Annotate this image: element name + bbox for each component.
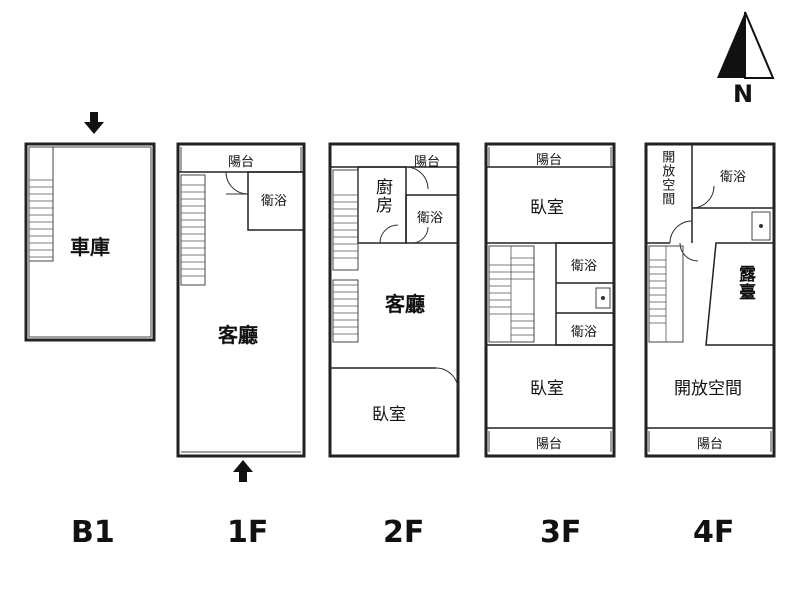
1f-bath-label: 衛浴 bbox=[261, 194, 288, 209]
plan-4f bbox=[644, 142, 776, 458]
floor-label-4f: 4F bbox=[693, 515, 735, 550]
plan-3f bbox=[484, 142, 616, 458]
2f-living-label: 客廳 bbox=[385, 292, 425, 316]
entry-arrow-b1-icon bbox=[84, 112, 104, 134]
4f-open-space-small-label: 開放空間 bbox=[659, 150, 675, 206]
1f-balcony-label: 陽台 bbox=[228, 155, 255, 170]
3f-balcony-bottom-label: 陽台 bbox=[536, 437, 563, 452]
4f-balcony-label: 陽台 bbox=[697, 437, 724, 452]
plan-2f bbox=[328, 142, 460, 458]
floor-label-3f: 3F bbox=[540, 515, 582, 550]
2f-bath-label: 衛浴 bbox=[417, 211, 444, 226]
4f-terrace-label: 露臺 bbox=[735, 265, 755, 301]
north-label: N bbox=[733, 80, 754, 108]
3f-balcony-top-label: 陽台 bbox=[536, 153, 563, 168]
b1-garage-label: 車庫 bbox=[70, 235, 110, 259]
3f-bath-2-label: 衛浴 bbox=[571, 325, 598, 340]
2f-kitchen-label: 廚房 bbox=[372, 178, 392, 214]
north-arrow-icon bbox=[717, 11, 775, 79]
3f-bedroom-top-label: 臥室 bbox=[530, 198, 564, 218]
floor-label-b1: B1 bbox=[71, 515, 115, 550]
3f-bedroom-bottom-label: 臥室 bbox=[530, 379, 564, 399]
plan-b1 bbox=[24, 142, 156, 342]
plan-1f bbox=[176, 142, 306, 458]
4f-open-space-label: 開放空間 bbox=[674, 379, 742, 399]
floor-label-2f: 2F bbox=[383, 515, 425, 550]
2f-bedroom-label: 臥室 bbox=[372, 405, 406, 425]
1f-living-label: 客廳 bbox=[218, 323, 258, 347]
floor-label-1f: 1F bbox=[227, 515, 269, 550]
3f-bath-1-label: 衛浴 bbox=[571, 259, 598, 274]
2f-balcony-label: 陽台 bbox=[414, 155, 441, 170]
entry-arrow-1f-icon bbox=[233, 460, 253, 482]
4f-bath-label: 衛浴 bbox=[720, 170, 747, 185]
